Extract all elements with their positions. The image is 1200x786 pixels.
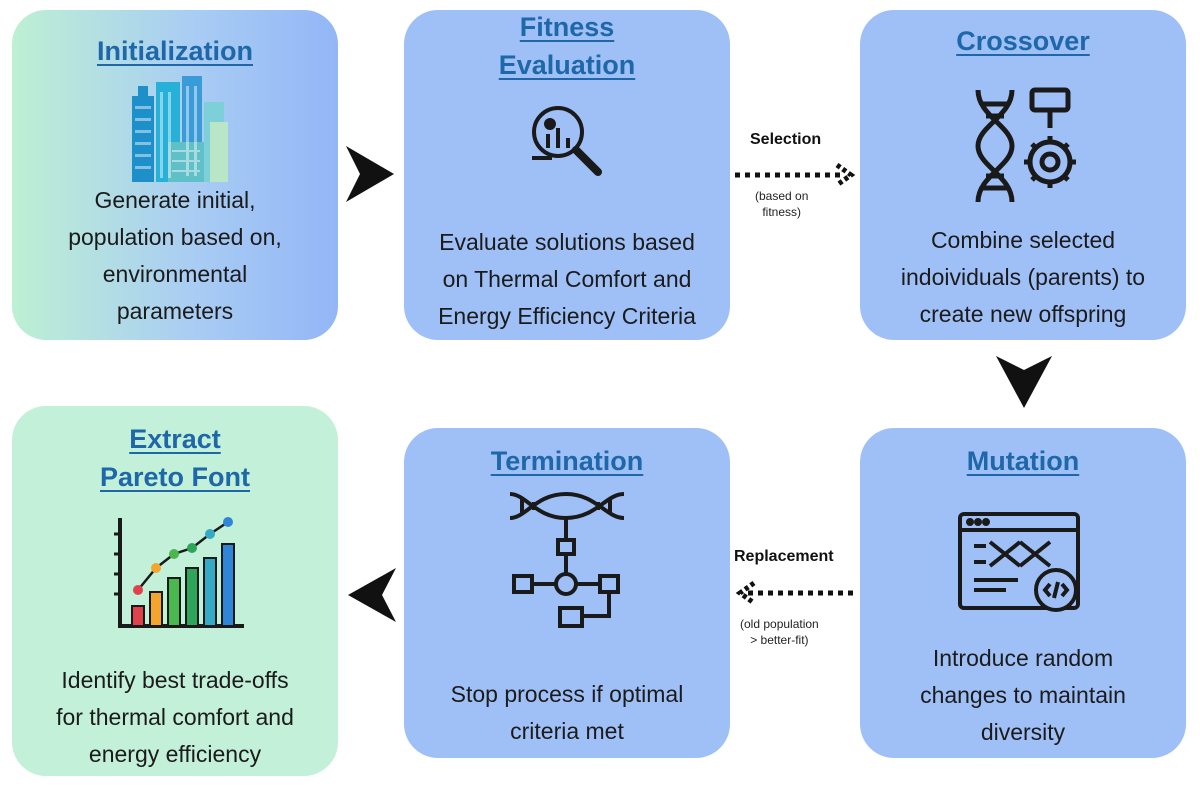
description-line: energy efficiency [88,741,262,767]
initialization-description: Generate initial, population based on, e… [20,182,330,330]
crossover-description: Combine selected indoividuals (parents) … [868,222,1178,333]
description-line: environmental [102,261,248,287]
selection-note: (based on fitness) [755,188,808,220]
selection-note-line: fitness) [762,205,802,219]
replacement-note-line: > better-fit) [750,633,809,647]
extract-title-line: Pareto Font [99,462,250,492]
mutation-card: Mutation Introduce random changes to mai… [860,428,1186,758]
description-line: Combine selected [930,227,1116,253]
termination-title: Termination [490,446,644,476]
description-line: criteria met [510,718,624,744]
extract-title: Extract Pareto Font [12,420,338,496]
city-buildings-icon [132,76,228,182]
mutation-description: Introduce random changes to maintain div… [868,640,1178,751]
extract-description: Identify best trade-offs for thermal com… [20,662,330,773]
replacement-label: Replacement [734,548,834,565]
crossover-title: Crossover [956,26,1090,56]
mutation-title: Mutation [966,446,1080,476]
termination-card: Termination Stop process if optimal crit… [404,428,730,758]
description-line: Introduce random [932,645,1114,671]
arrow-right-icon [346,146,394,202]
description-line: Energy Efficiency Criteria [438,303,696,329]
fitness-title: Fitness Evaluation [404,8,730,84]
description-line: for thermal comfort and [56,704,294,730]
bar-line-chart-icon [114,517,244,628]
description-line: Generate initial, [94,187,256,213]
magnifier-analytics-icon [532,106,602,176]
dna-flowchart-icon [509,491,625,628]
crossover-card: Crossover Combine selected indoividuals … [860,10,1186,340]
fitness-evaluation-card: Fitness Evaluation Evaluate solutions ba… [404,10,730,340]
description-line: changes to maintain [920,682,1126,708]
replacement-dotted-arrow [735,580,858,606]
initialization-title: Initialization [96,36,253,66]
selection-label: Selection [750,131,822,148]
selection-note-line: (based on [755,189,809,203]
description-line: Identify best trade-offs [61,667,289,693]
replacement-note: (old population > better-fit) [740,616,819,648]
description-line: parameters [116,298,234,324]
extract-title-line: Extract [129,424,221,454]
description-line: diversity [980,719,1066,745]
selection-dotted-arrow [735,162,856,188]
browser-dna-code-icon [958,512,1080,612]
arrow-left-icon [348,568,396,622]
initialization-card: Initialization Generate initial, populat… [12,10,338,340]
extract-pareto-card: Extract Pareto Font Identify best trade-… [12,406,338,776]
dna-gear-icon [975,87,1076,203]
replacement-note-line: (old population [740,617,819,631]
description-line: Evaluate solutions based [439,229,695,255]
description-line: on Thermal Comfort and [442,266,692,292]
description-line: Stop process if optimal [450,681,684,707]
arrow-down-icon [996,356,1052,408]
description-line: population based on, [68,224,282,250]
description-line: create new offspring [919,301,1127,327]
fitness-description: Evaluate solutions based on Thermal Comf… [412,224,722,335]
fitness-title-line: Evaluation [498,50,636,80]
termination-description: Stop process if optimal criteria met [412,676,722,750]
description-line: indoividuals (parents) to [900,264,1146,290]
fitness-title-line: Fitness [519,12,615,42]
